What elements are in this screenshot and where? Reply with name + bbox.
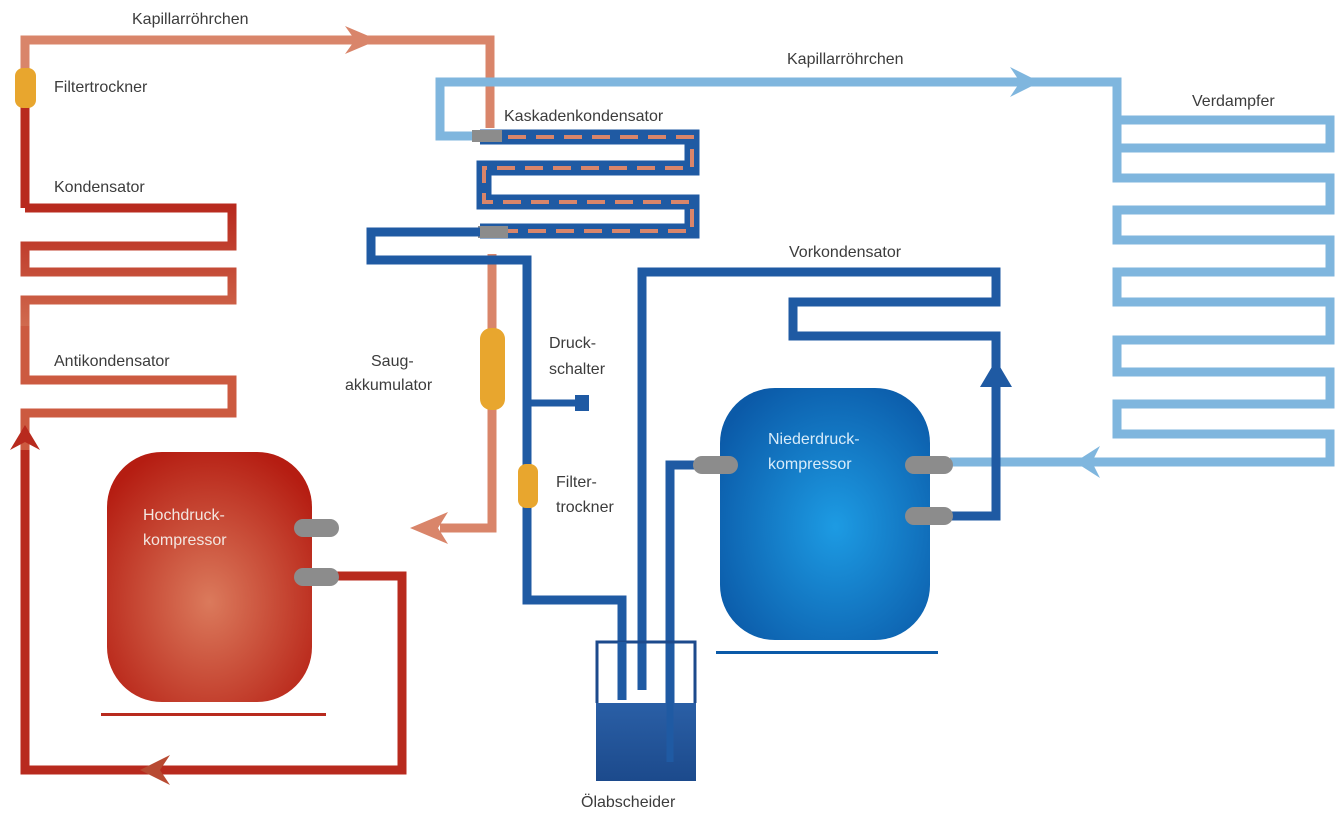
label-anticondenser: Antikondensator (54, 353, 170, 370)
condenser-coil (20, 203, 237, 326)
hp-discharge-return (20, 450, 407, 775)
anticondenser-coil (20, 326, 237, 450)
label-hp-compressor-2: kompressor (143, 532, 227, 549)
precondenser-coil (637, 267, 1001, 690)
label-filter-dryer-mid-2: trockner (556, 499, 614, 516)
label-suction-accumulator-2: akkumulator (345, 377, 433, 394)
label-oil-separator: Ölabscheider (581, 793, 676, 811)
flow-arrow-icon (1010, 67, 1040, 97)
low-temperature-loop (435, 77, 1335, 467)
label-filter-dryer-top: Filtertrockner (54, 79, 148, 96)
flow-arrow-icon (345, 26, 378, 54)
oil-separator (595, 640, 697, 781)
label-capillary-top-left: Kapillarröhrchen (132, 11, 249, 28)
label-evaporator: Verdampfer (1192, 93, 1275, 110)
cascade-condenser (472, 129, 700, 239)
label-pressure-switch-2: schalter (549, 361, 606, 378)
flow-arrow-icon (980, 360, 1012, 387)
filter-dryer-top (15, 68, 36, 108)
label-capillary-top-right: Kapillarröhrchen (787, 51, 904, 68)
label-precondenser: Vorkondensator (789, 244, 902, 261)
label-lp-compressor-2: kompressor (768, 456, 852, 473)
flow-arrow-icon (140, 755, 170, 785)
label-filter-dryer-mid-1: Filter- (556, 474, 597, 491)
capillary-tube-lp (435, 77, 1122, 145)
suction-accumulator (480, 328, 505, 410)
pressure-switch (575, 395, 589, 411)
label-lp-compressor-1: Niederdruck- (768, 431, 860, 448)
lp-discharge-line (950, 375, 1001, 521)
evaporator-coil (950, 115, 1335, 467)
label-pressure-switch-1: Druck- (549, 335, 596, 352)
flow-arrow-icon (1075, 446, 1100, 478)
lp-liquid-line (366, 227, 627, 690)
label-hp-compressor-1: Hochdruck- (143, 507, 225, 524)
label-cascade-condenser: Kaskadenkondensator (504, 108, 664, 125)
label-condenser: Kondensator (54, 179, 145, 196)
high-pressure-compressor (101, 452, 339, 716)
label-suction-accumulator-1: Saug- (371, 353, 414, 370)
low-pressure-compressor (693, 388, 953, 654)
flow-arrow-icon (410, 512, 448, 544)
flow-arrow-icon (10, 425, 40, 450)
filter-dryer-mid (518, 464, 538, 508)
